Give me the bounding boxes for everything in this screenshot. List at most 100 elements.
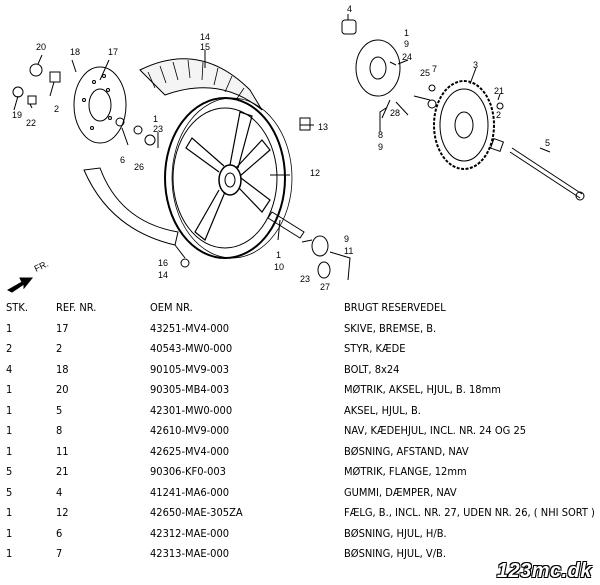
cell-desc: MØTRIK, FLANGE, 12mm: [344, 465, 467, 478]
table-row: 1 7 42313-MAE-000 BØSNING, HJUL, V/B.: [0, 544, 600, 565]
table-row: 1 17 43251-MV4-000 SKIVE, BREMSE, B.: [0, 319, 600, 340]
tire: [139, 58, 263, 111]
cell-oem: 42301-MW0-000: [150, 403, 233, 417]
cell-oem: 42610-MV9-000: [150, 424, 230, 437]
wheel-axle: [509, 147, 585, 201]
callout-24: 24: [402, 52, 412, 62]
callout-23: 23: [153, 124, 163, 134]
cell-oem: 42625-MV4-000: [150, 444, 230, 458]
cell-oem: 90305-MB4-003: [150, 383, 230, 396]
callout-9b: 9: [404, 39, 409, 49]
header-desc: BRUGT RESERVEDEL: [344, 301, 446, 314]
callout-4: 4: [347, 4, 352, 14]
drive-sprocket: [433, 80, 495, 170]
cell-ref: 21: [56, 465, 69, 478]
brake-disc: [73, 66, 127, 144]
cell-stk: 1: [6, 506, 13, 519]
cell-ref: 20: [56, 383, 69, 396]
cell-stk: 4: [6, 362, 13, 376]
callout-1b: 1: [276, 250, 281, 260]
callout-2: 2: [54, 104, 59, 114]
cell-stk: 2: [6, 342, 13, 355]
callout-19: 19: [12, 110, 22, 120]
sprocket-flange: [341, 19, 401, 97]
header-stk: STK.: [6, 301, 28, 314]
callout-12: 12: [310, 168, 320, 178]
distance-collar: [267, 211, 305, 239]
cell-desc: STYR, KÆDE: [344, 342, 406, 355]
table-row: 1 5 42301-MW0-000 AKSEL, HJUL, B.: [0, 401, 600, 422]
table-row: 1 6 42312-MAE-000 BØSNING, HJUL, H/B.: [0, 524, 600, 545]
cell-stk: 1: [6, 403, 13, 417]
callout-7: 7: [432, 64, 437, 74]
parts-table: STK. REF. NR. OEM NR. BRUGT RESERVEDEL 1…: [0, 298, 600, 565]
cell-desc: SKIVE, BREMSE, B.: [344, 321, 437, 335]
callout-18: 18: [70, 47, 80, 57]
cell-ref: 12: [56, 506, 69, 519]
mud-guard: [83, 167, 179, 246]
table-row: 4 18 90105-MV9-003 BOLT, 8x24: [0, 360, 600, 381]
callout-21: 21: [494, 86, 504, 96]
callout-1c: 1: [404, 28, 409, 38]
cell-desc: BØSNING, AFSTAND, NAV: [344, 444, 469, 458]
callout-5: 5: [545, 138, 550, 148]
callout-9: 9: [344, 234, 349, 244]
table-row: 1 11 42625-MV4-000 BØSNING, AFSTAND, NAV: [0, 442, 600, 463]
callout-14b: 14: [158, 270, 168, 280]
table-row: 1 12 42650-MAE-305ZA FÆLG, B., INCL. NR.…: [0, 503, 600, 524]
cell-stk: 1: [6, 444, 13, 458]
callout-10: 10: [274, 262, 284, 272]
cell-oem: 43251-MV4-000: [150, 321, 230, 335]
cell-ref: 5: [56, 403, 63, 417]
cell-oem: 90306-KF0-003: [150, 465, 226, 478]
cell-ref: 8: [56, 424, 63, 437]
table-row: 5 21 90306-KF0-003 MØTRIK, FLANGE, 12mm: [0, 462, 600, 483]
cell-stk: 5: [6, 485, 13, 499]
cell-oem: 41241-MA6-000: [150, 485, 230, 499]
cell-oem: 42650-MAE-305ZA: [150, 506, 243, 519]
callout-23b: 23: [300, 274, 310, 284]
callout-16: 16: [158, 258, 168, 268]
cell-oem: 90105-MV9-003: [150, 362, 230, 376]
site-watermark: 123mc.dk: [496, 560, 592, 582]
cell-ref: 4: [56, 485, 63, 499]
rear-rim: [164, 97, 293, 259]
table-row: 1 20 90305-MB4-003 MØTRIK, AKSEL, HJUL, …: [0, 380, 600, 401]
callout-1: 1: [153, 114, 158, 124]
callout-11: 11: [344, 246, 353, 256]
callout-28: 28: [390, 108, 400, 118]
cell-desc: AKSEL, HJUL, B.: [344, 403, 421, 417]
cell-stk: 5: [6, 465, 13, 478]
callout-20: 20: [36, 42, 46, 52]
callout-17: 17: [108, 47, 118, 57]
table-row: 5 4 41241-MA6-000 GUMMI, DÆMPER, NAV: [0, 483, 600, 504]
header-ref: REF. NR.: [56, 301, 97, 314]
cell-stk: 1: [6, 424, 13, 437]
cell-ref: 2: [56, 342, 63, 355]
cell-desc: BOLT, 8x24: [344, 362, 400, 376]
callout-8: 8: [378, 130, 383, 140]
cell-ref: 7: [56, 547, 63, 560]
table-row: 2 2 40543-MW0-000 STYR, KÆDE: [0, 339, 600, 360]
cell-desc: FÆLG, B., INCL. NR. 27, UDEN NR. 26, ( N…: [344, 506, 595, 519]
cell-desc: NAV, KÆDEHJUL, INCL. NR. 24 OG 25: [344, 424, 527, 437]
cell-desc: BØSNING, HJUL, V/B.: [344, 547, 446, 560]
cell-stk: 1: [6, 321, 13, 335]
table-header: STK. REF. NR. OEM NR. BRUGT RESERVEDEL: [0, 298, 600, 319]
exploded-wheel-diagram: 20 18 17 19 22 2 14 15 1 23 6 26 13 12 1…: [6, 4, 585, 293]
cell-ref: 11: [56, 444, 69, 458]
table-row: 1 8 42610-MV9-000 NAV, KÆDEHJUL, INCL. N…: [0, 421, 600, 442]
callout-27: 27: [320, 282, 330, 292]
cell-stk: 1: [6, 547, 13, 560]
callout-13: 13: [318, 122, 328, 132]
cell-oem: 40543-MW0-000: [150, 342, 233, 355]
callout-9c: 9: [378, 142, 383, 152]
header-oem: OEM NR.: [150, 301, 193, 314]
front-direction-arrow: [6, 277, 34, 293]
fr-label: FR.: [33, 259, 50, 274]
cell-oem: 42313-MAE-000: [150, 547, 230, 560]
callout-2b: 2: [496, 110, 501, 120]
cell-ref: 18: [56, 362, 69, 376]
cell-stk: 1: [6, 526, 13, 540]
callout-25: 25: [420, 68, 430, 78]
